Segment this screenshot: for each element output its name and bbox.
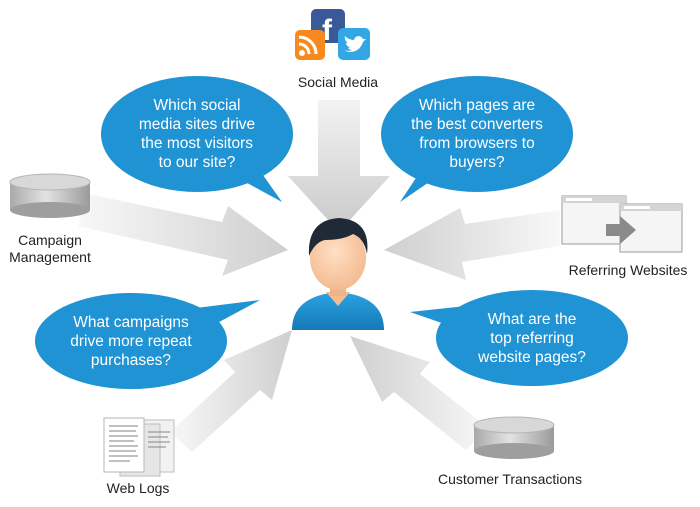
question-line: to our site? [158,154,236,171]
arrow-from-social-media [288,100,390,232]
database-icon [473,416,555,459]
question-line: the best converters [411,116,543,133]
source-referring-websites: Referring Websites [568,262,688,278]
source-customer-transactions: Customer Transactions [438,471,582,487]
question-line: top referring [490,330,574,347]
arrow-from-customer-transactions [350,336,488,450]
user-icon [292,218,384,330]
bubble-pages [381,76,573,202]
database-icon [9,173,91,218]
rss-icon [295,30,325,60]
question-line: purchases? [90,352,172,369]
question-line: media sites drive [138,116,256,133]
label-line: Management [9,249,91,265]
source-social-media: Social Media [297,74,379,90]
twitter-icon [338,28,370,60]
question-line: What are the [487,311,577,328]
question-line: Which pages are [418,97,536,114]
svg-text:f: f [322,14,333,47]
question-line: from browsers to [419,135,535,152]
arrow-from-web-logs [170,330,292,452]
label-line: Campaign [18,232,82,248]
question-line: the most visitors [141,135,253,152]
question-line: Which social [153,97,241,114]
document-icon [103,417,175,477]
question-line: buyers? [449,154,505,171]
arrow-from-referring-websites [384,208,560,280]
source-campaign-management: Campaign Management [0,232,102,266]
question-line: website pages? [478,349,586,366]
bubble-social [101,76,293,202]
question-line: What campaigns [73,314,189,331]
question-social: Which social media sites drive the most … [117,96,277,172]
source-web-logs: Web Logs [106,480,170,496]
arrow-from-campaign-management [78,194,288,276]
question-referring: What are the top referring website pages… [452,310,612,367]
question-line: drive more repeat [70,333,192,350]
bubble-referring [410,290,628,386]
bubble-campaigns [35,293,260,389]
question-pages: Which pages are the best converters from… [397,96,557,172]
browser-window-icon [561,195,683,253]
question-campaigns: What campaigns drive more repeat purchas… [51,313,211,370]
